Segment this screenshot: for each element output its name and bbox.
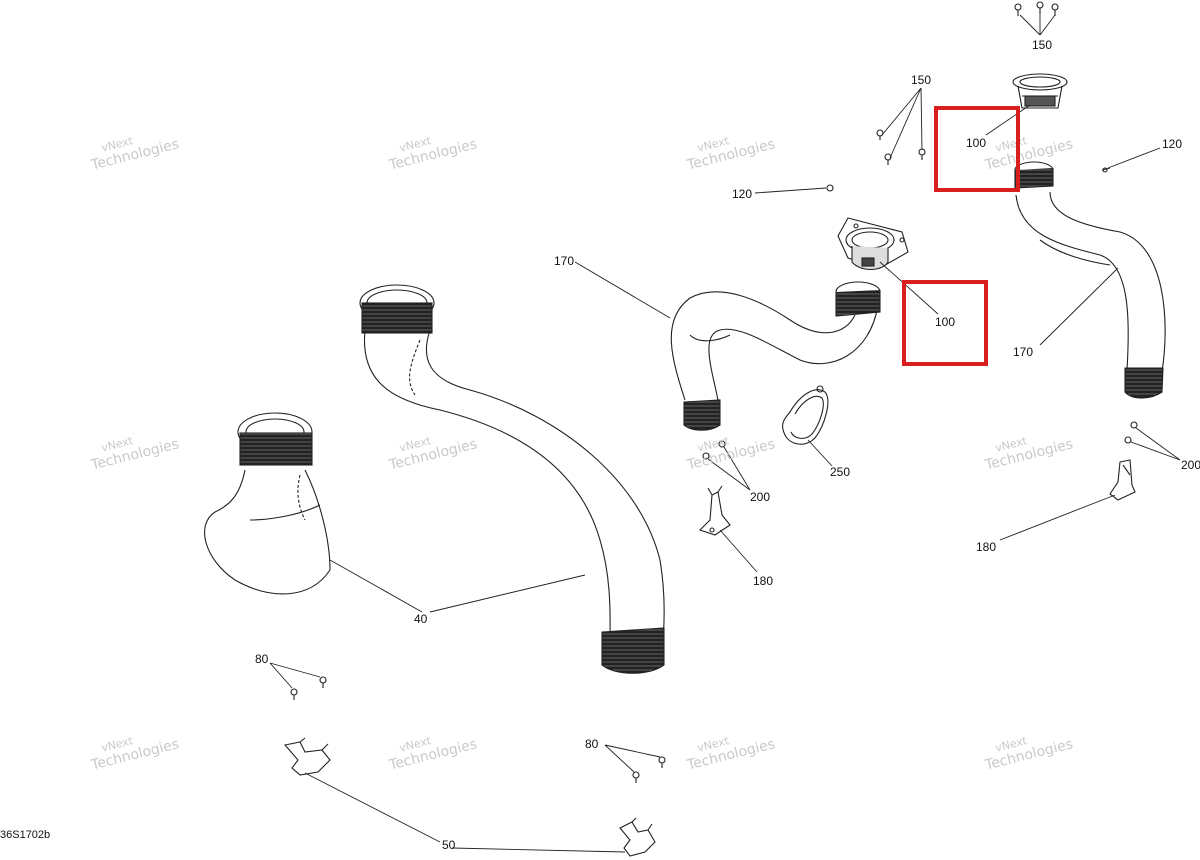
callout-label-80-right: 80 <box>585 737 599 751</box>
callout-label-120-left: 120 <box>732 187 753 201</box>
callout-label-100-middle: 100 <box>935 315 956 329</box>
duct-40-part <box>204 284 665 674</box>
callout-label-180-middle: 180 <box>753 574 774 588</box>
callout-label-150-middle: 150 <box>911 73 932 87</box>
clip-180-middle-part <box>698 485 731 536</box>
callout-label-50: 50 <box>442 838 456 852</box>
callout-label-40: 40 <box>414 612 428 626</box>
leader-lines <box>269 12 1181 853</box>
bracket-50-left-part <box>283 737 331 776</box>
gasket-250-part <box>781 385 829 445</box>
callout-label-100-top: 100 <box>966 136 987 150</box>
callout-label-180-right: 180 <box>976 540 997 554</box>
flange-100-middle-part <box>837 217 909 271</box>
callout-label-200-middle: 200 <box>750 490 771 504</box>
clip-180-right-part <box>1109 459 1136 501</box>
callout-label-250: 250 <box>830 465 851 479</box>
bracket-50-right-part <box>619 817 656 857</box>
callout-label-170-middle: 170 <box>554 254 575 268</box>
cap-100-top-part <box>1012 73 1068 109</box>
drawing-reference-number: 36S1702b <box>0 829 51 841</box>
callout-label-150-top: 150 <box>1032 38 1053 52</box>
callout-label-80-left: 80 <box>255 652 269 666</box>
callout-label-120-right: 120 <box>1162 137 1183 151</box>
hose-170-middle-part <box>670 281 881 431</box>
hose-170-right-part <box>1014 161 1166 399</box>
highlight-box-middle <box>902 280 988 366</box>
callout-label-170-right: 170 <box>1013 345 1034 359</box>
callout-label-200-right: 200 <box>1181 458 1200 472</box>
highlight-box-top <box>934 106 1020 192</box>
